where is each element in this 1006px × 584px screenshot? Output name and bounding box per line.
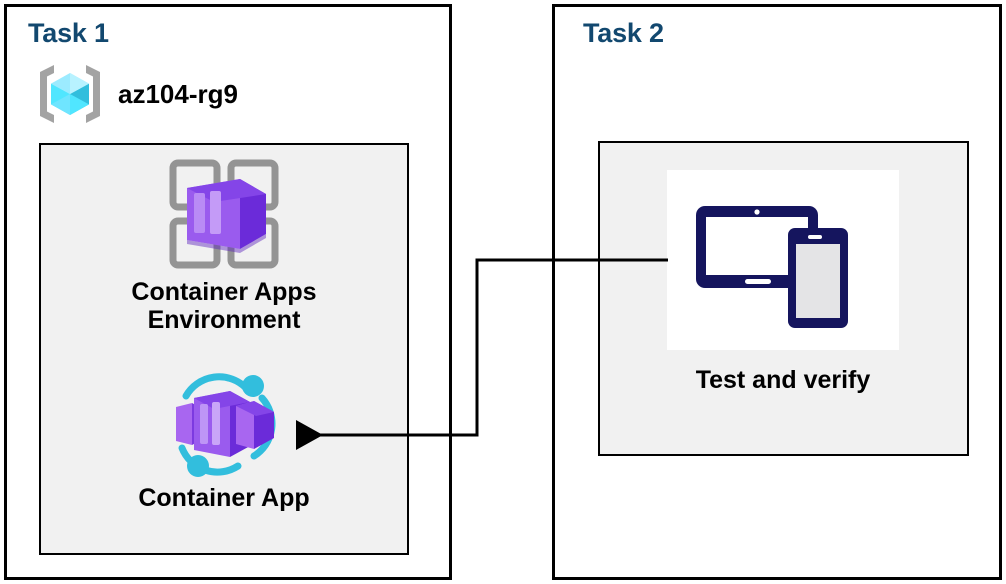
container-apps-environment-node: Container Apps Environment (79, 152, 369, 334)
test-and-verify-node: Test and verify (640, 170, 926, 394)
task-1-title: Task 1 (28, 18, 109, 48)
container-app-caption: Container App (138, 484, 310, 512)
test-and-verify-caption: Test and verify (695, 366, 871, 394)
container-app-node: Container App (79, 368, 369, 512)
resource-group-row: az104-rg9 (34, 58, 238, 130)
container-apps-environment-caption: Container Apps Environment (131, 278, 317, 334)
resource-group-label: az104-rg9 (118, 78, 238, 109)
container-app-icon (158, 368, 290, 480)
test-devices-image-frame (667, 170, 899, 350)
test-devices-icon (690, 186, 876, 334)
container-apps-environment-icon (162, 152, 286, 276)
task-2-title: Task 2 (583, 18, 664, 48)
resource-group-icon (34, 58, 106, 130)
